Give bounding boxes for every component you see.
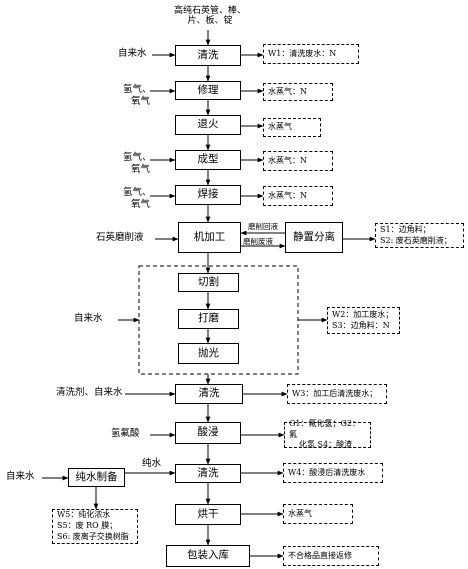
output-steam: 水蒸气：N xyxy=(263,151,333,171)
step-grinding: 打磨 xyxy=(178,309,239,329)
step-acid-dipping: 酸浸 xyxy=(175,422,241,444)
output-steam: 水蒸气：N xyxy=(263,186,333,206)
input-pure-water: 纯水 xyxy=(142,458,162,469)
output-s1-s2: S1：边角料；S2: 废石英磨削液； xyxy=(375,223,464,248)
input-tap-water: 自来水 xyxy=(6,471,35,482)
output-w4: W4：酸浸后清洗废水 xyxy=(283,463,383,483)
input-tap-water: 自来水 xyxy=(74,313,103,324)
step-pure-water-preparation: 纯水制备 xyxy=(68,468,125,487)
step-forming: 成型 xyxy=(175,150,241,170)
step-cleaning: 清洗 xyxy=(175,464,241,483)
output-w3: W3：加工后清洗废水； xyxy=(287,384,387,404)
output-steam: 水蒸气 xyxy=(263,118,321,137)
step-drying: 烘干 xyxy=(175,504,241,525)
output-w2-s3: W2：加工废水；S3：边角料：N xyxy=(327,307,400,334)
step-polishing: 抛光 xyxy=(178,343,239,364)
input-hydrogen-oxygen: 氢气、氧气 xyxy=(123,152,152,175)
output-w1: W1：清洗废水：N xyxy=(263,44,359,64)
waste-fluid-label: 磨削废液 xyxy=(243,237,273,246)
step-packaging: 包装入库 xyxy=(166,545,250,567)
input-tap-water: 自来水 xyxy=(118,48,147,59)
input-detergent-water: 清洗剂、自来水 xyxy=(56,387,123,398)
raw-material-label: 高纯石英管、棒、 片、板、锭 xyxy=(173,6,246,27)
output-rework: 不合格品直接返修 xyxy=(283,546,379,566)
step-welding: 焊接 xyxy=(175,185,241,205)
input-grinding-fluid: 石英磨削液 xyxy=(96,232,144,243)
output-steam: 水蒸气：N xyxy=(263,83,333,101)
step-machining: 机加工 xyxy=(178,222,241,253)
step-settling-separation: 静置分离 xyxy=(285,222,343,253)
input-hydrofluoric-acid: 氢氟酸 xyxy=(111,428,140,439)
input-hydrogen-oxygen: 氢气、氧气 xyxy=(123,84,152,107)
step-cutting: 切割 xyxy=(178,273,239,292)
step-annealing: 退火 xyxy=(175,115,241,135)
output-steam: 水蒸气 xyxy=(283,504,353,524)
step-repair: 修理 xyxy=(175,81,241,100)
step-cleaning: 清洗 xyxy=(175,45,241,66)
step-cleaning: 清洗 xyxy=(175,384,243,404)
returned-fluid-label: 磨削回液 xyxy=(248,222,278,231)
input-hydrogen-oxygen: 氢气、氧气 xyxy=(123,187,152,210)
output-g1-g2-s4: G1：氟化氢；G2：氟化氢 S4：酸渣 xyxy=(284,419,371,449)
